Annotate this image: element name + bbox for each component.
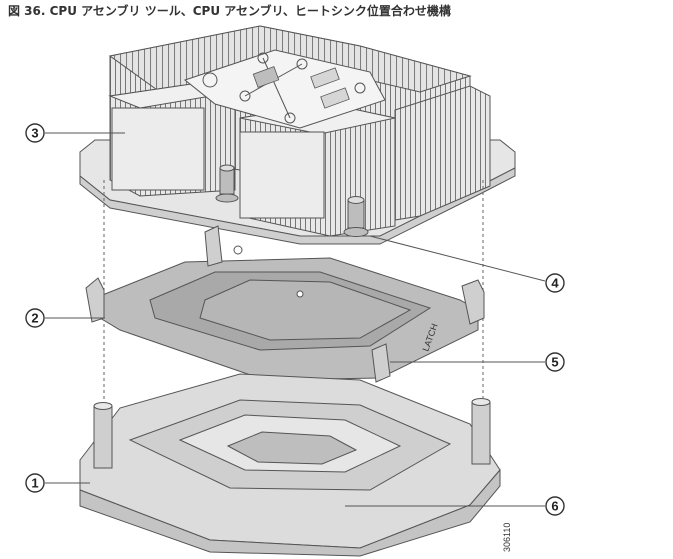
callout-6: 6 xyxy=(545,496,565,516)
figure-code: 306110 xyxy=(502,523,512,552)
cpu-socket xyxy=(79,373,501,557)
callout-4-label: 4 xyxy=(551,276,559,291)
callout-1: 1 xyxy=(25,473,45,493)
captive-screw-left xyxy=(215,164,239,203)
callout-1-label: 1 xyxy=(31,476,38,491)
guide-post-left xyxy=(93,402,113,469)
guide-post-right xyxy=(471,398,491,465)
callout-3-label: 3 xyxy=(31,126,38,141)
figure-title: 図 36. CPU アセンブリ ツール、CPU アセンブリ、ヒートシンク位置合わ… xyxy=(8,4,451,18)
callout-5-label: 5 xyxy=(551,355,558,370)
heatsink xyxy=(79,25,516,245)
callout-5: 5 xyxy=(545,352,565,372)
callout-3: 3 xyxy=(25,123,45,143)
callout-2: 2 xyxy=(25,308,45,328)
cpu-carrier: LATCH xyxy=(85,225,485,383)
captive-screw-right xyxy=(343,196,369,237)
callout-2-label: 2 xyxy=(31,311,38,326)
callout-6-label: 6 xyxy=(551,499,558,514)
callout-4: 4 xyxy=(545,273,565,293)
